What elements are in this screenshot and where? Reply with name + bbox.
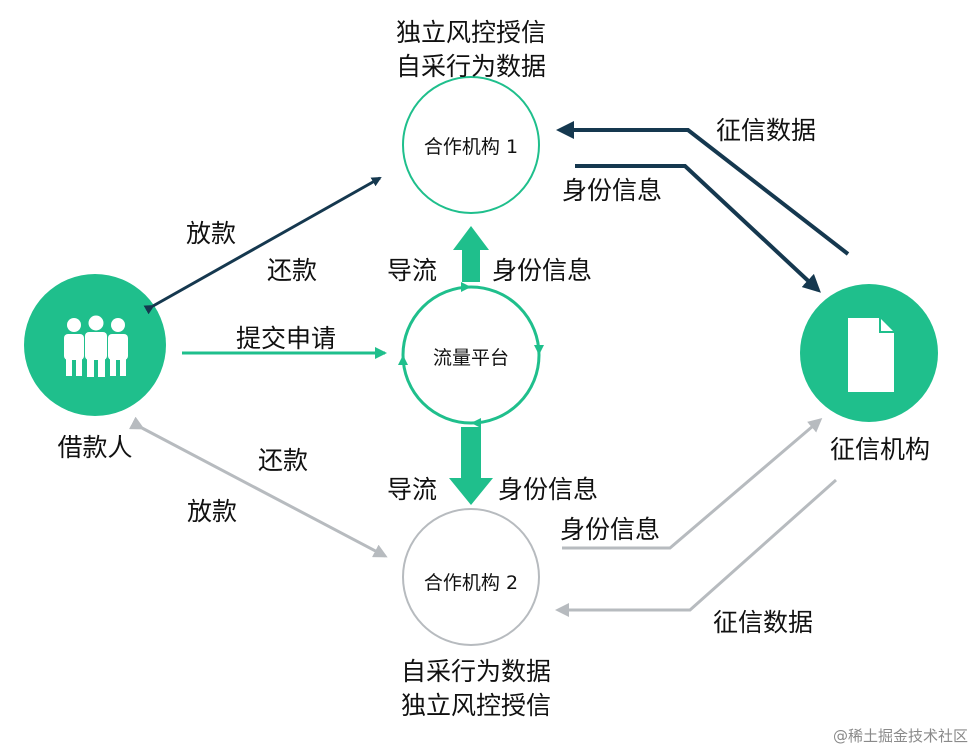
partner2-label: 合作机构 2 [423,572,519,594]
edge-label-identity-1: 身份信息 [492,256,593,285]
partner2-note-line2: 独立风控授信 [400,691,551,720]
edge-partner1-bureau [575,164,821,293]
partner1-node [402,76,540,214]
edge-bureau-partner1 [556,121,850,256]
document-icon [848,318,894,392]
traffic-ring-arrow-right [534,345,544,355]
borrower-label: 借款人 [57,433,133,462]
edge-borrower-partner1 [143,176,382,315]
edge-borrower-partner2 [129,416,388,558]
edge-label-divert-1: 导流 [387,256,438,285]
edge-label-credit-data-2: 征信数据 [713,608,814,637]
edge-label-repay-2: 还款 [258,446,309,475]
traffic-ring-arrow-bottom [471,418,481,428]
people-group-icon [64,315,128,377]
partner2-node [402,508,540,646]
edge-bureau-partner2 [555,478,837,617]
edge-label-divert-2: 导流 [387,475,438,504]
credit-bureau-label: 征信机构 [829,435,930,464]
edge-label-identity-2: 身份信息 [498,475,599,504]
partner1-label: 合作机构 1 [423,136,519,158]
edge-label-identity-3: 身份信息 [562,176,663,205]
edge-label-credit-data-1: 征信数据 [716,116,817,145]
partner2-note-line1: 自采行为数据 [400,657,551,686]
partner1-note-line2: 自采行为数据 [395,52,546,81]
edge-label-repay-1: 还款 [267,256,318,285]
traffic-label: 流量平台 [432,347,509,369]
edge-traffic-partner2 [449,427,493,505]
edge-label-apply: 提交申请 [236,324,337,353]
edge-partner2-bureau [562,418,823,550]
traffic-ring-arrow-left [398,355,408,365]
traffic-ring-arrow-top [461,282,471,292]
edge-traffic-partner1 [453,226,489,282]
edge-label-disburse-2: 放款 [187,497,238,526]
partner1-note-line1: 独立风控授信 [395,18,546,47]
edge-label-disburse-1: 放款 [186,219,237,248]
edge-label-identity-4: 身份信息 [560,515,661,544]
watermark: @稀土掘金技术社区 [832,727,968,745]
